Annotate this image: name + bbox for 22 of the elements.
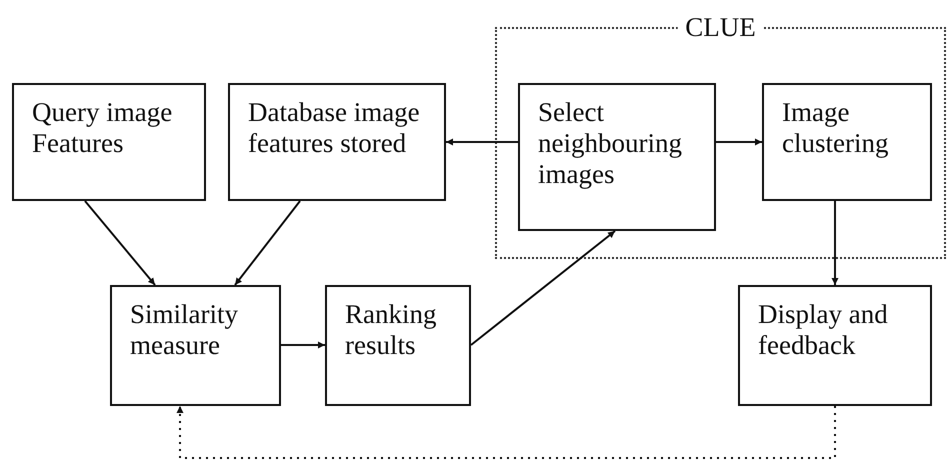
process-box: [738, 285, 932, 406]
process-box: [325, 285, 471, 406]
arrow: [446, 138, 518, 146]
process-box: [518, 83, 716, 231]
arrow: [832, 201, 838, 285]
process-box: [228, 83, 446, 201]
box-label: Ranking results: [345, 299, 438, 361]
process-box: [12, 83, 206, 201]
box-label: Image clustering: [782, 97, 890, 159]
process-box: [762, 83, 932, 201]
arrow: [716, 138, 762, 146]
box-label: Select neighbouring images: [538, 97, 683, 190]
box-label: Query image Features: [32, 97, 174, 159]
arrow: [234, 200, 301, 286]
box-label: Display and feedback: [758, 299, 889, 361]
box-label: Database image features stored: [248, 97, 421, 159]
process-box: [110, 285, 281, 406]
box-label: Similarity measure: [130, 299, 239, 361]
arrow: [281, 342, 325, 348]
arrow: [470, 230, 616, 346]
arrow: [176, 406, 836, 459]
arrow: [84, 200, 156, 286]
